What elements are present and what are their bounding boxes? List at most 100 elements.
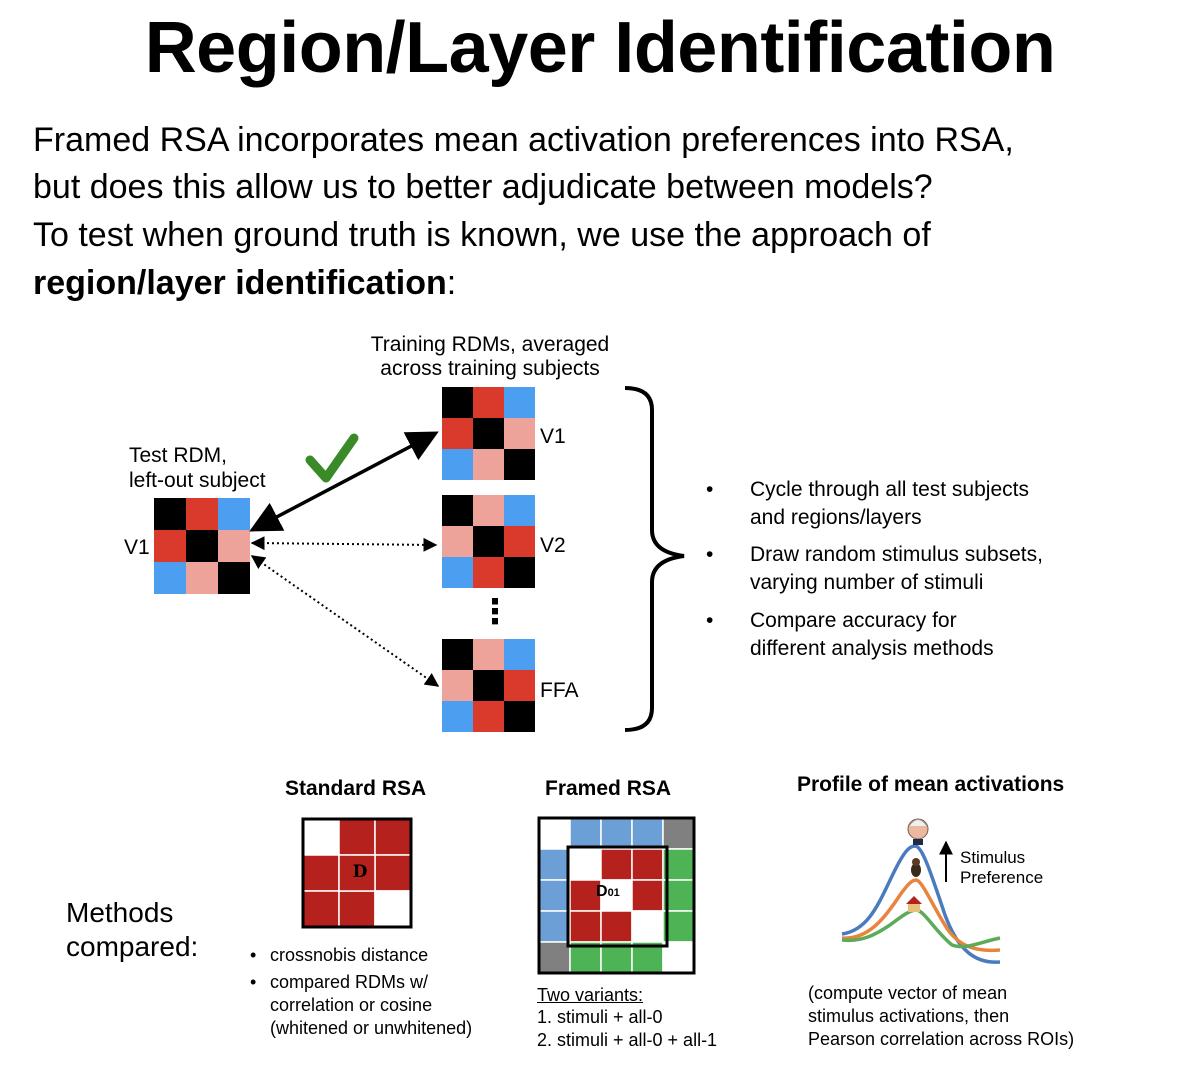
curly-brace [624, 386, 685, 732]
std-bullet-2-line-1: compared RDMs w/ [270, 972, 429, 992]
std-bullet-1-dot: • [250, 945, 257, 965]
bullet-item-1: • Cycle through all test subjects and re… [706, 476, 1029, 532]
rdm-cell [442, 639, 473, 670]
rdm-cell [442, 557, 473, 588]
rdm-cell [504, 526, 535, 557]
rdm-cell [504, 449, 535, 480]
bullet-3-line-1: Compare accuracy for [750, 609, 957, 632]
solid-match-arrow [249, 431, 439, 532]
std-cell [374, 890, 412, 928]
framed-outer-border [537, 816, 696, 975]
rdm-cell [442, 387, 473, 418]
region-label-ffa: FFA [540, 679, 579, 702]
framed-cell [631, 879, 664, 912]
rdm-cell [186, 530, 218, 562]
training-rdm-ffa [442, 639, 535, 732]
rdm-cell [504, 701, 535, 732]
rdm-cell [504, 387, 535, 418]
region-label-v1: V1 [540, 425, 566, 448]
framed-cell [538, 941, 571, 974]
std-bullet-2-line-3: (whitened or unwhitened) [270, 1018, 473, 1038]
rdm-cell [504, 639, 535, 670]
rdm-cell [442, 670, 473, 701]
std-cell [302, 818, 340, 856]
std-bullet-2-line-2: correlation or cosine [270, 995, 433, 1015]
bullet-item-2: • Draw random stimulus subsets, varying … [706, 541, 1043, 597]
profile-note-3: Pearson correlation across ROIs) [808, 1029, 1075, 1049]
profile-note-2: stimulus activations, then [808, 1006, 1010, 1026]
intro-line-2: but does this allow us to better adjudic… [33, 168, 933, 206]
rdm-cell [473, 418, 504, 449]
framed-cell [538, 879, 571, 912]
bullet-1-line-1: Cycle through all test subjects [750, 478, 1029, 501]
training-rdms-label-2: across training subjects [380, 357, 600, 380]
rdm-cell [218, 498, 250, 530]
framed-matrix-label: D01 [596, 883, 620, 901]
arrow-label-1: Stimulus [960, 848, 1026, 867]
training-rdm-v1 [442, 387, 535, 480]
framed-cell [600, 848, 633, 881]
std-cell [374, 818, 412, 856]
std-border [301, 817, 413, 929]
intro-emphasis: region/layer identification [33, 264, 447, 302]
profile-note-1: (compute vector of mean [808, 983, 1008, 1003]
rdm-cell [504, 495, 535, 526]
framed-cell [538, 848, 571, 881]
rdm-cell [504, 557, 535, 588]
std-cell [338, 890, 376, 928]
dotted-arrow-ffa [250, 555, 440, 687]
framed-inner-border [566, 845, 669, 948]
rdm-cell [473, 639, 504, 670]
framed-matrix-letter: D [596, 883, 608, 900]
framed-cell [569, 848, 602, 881]
variant-1: 1. stimuli + all-0 [537, 1007, 663, 1027]
rdm-cell [442, 449, 473, 480]
bullet-dot: • [706, 478, 714, 501]
standard-rsa-title: Standard RSA [285, 777, 427, 800]
rdm-cell [154, 562, 186, 594]
rdm-cell [218, 562, 250, 594]
rdm-cell [186, 498, 218, 530]
profile-line-orange [841, 878, 1001, 953]
bullet-2-line-2: varying number of stimuli [750, 571, 984, 594]
methods-label-1: Methods [66, 897, 174, 928]
framed-cell [631, 848, 664, 881]
framed-cell [600, 817, 633, 850]
rdm-cell [154, 498, 186, 530]
dotted-arrow-v2 [250, 536, 438, 552]
rdm-cell [473, 495, 504, 526]
framed-cell [538, 910, 571, 943]
test-rdm-label-1: Test RDM, [129, 444, 228, 467]
std-center-cell [338, 854, 376, 892]
intro-colon: : [446, 264, 457, 302]
region-label-v2: V2 [540, 534, 566, 557]
rdm-cell [154, 530, 186, 562]
test-region-label: V1 [124, 536, 150, 559]
rdm-cell [473, 557, 504, 588]
rdm-cell [186, 562, 218, 594]
intro-line-1: Framed RSA incorporates mean activation … [33, 121, 1014, 159]
rdm-cell [442, 495, 473, 526]
bullet-2-line-1: Draw random stimulus subsets, [750, 543, 1043, 566]
framed-cell [631, 910, 664, 943]
intro-line-4: region/layer identification: [33, 261, 456, 305]
bullet-1-line-2: and regions/layers [750, 506, 922, 529]
rdm-cell [442, 418, 473, 449]
rdm-cell [473, 526, 504, 557]
framed-rsa-matrix [537, 816, 696, 975]
bullet-dot: • [706, 543, 714, 566]
face-stimulus-icon [907, 818, 929, 845]
bullet-3-line-2: different analysis methods [750, 637, 994, 660]
framed-matrix-subscript: 01 [607, 887, 620, 899]
ellipsis-vertical: ⋮ [478, 593, 512, 631]
activation-profile-plot [841, 818, 1001, 964]
standard-matrix-label: D [352, 862, 368, 882]
checkmark-icon [305, 433, 359, 483]
framed-cell [569, 910, 602, 943]
rdm-cell [218, 530, 250, 562]
training-rdms-label-1: Training RDMs, averaged [370, 333, 610, 356]
intro-line-3: To test when ground truth is known, we u… [33, 216, 931, 254]
std-bullet-2-dot: • [250, 972, 257, 992]
test-rdm-v1 [154, 498, 250, 594]
